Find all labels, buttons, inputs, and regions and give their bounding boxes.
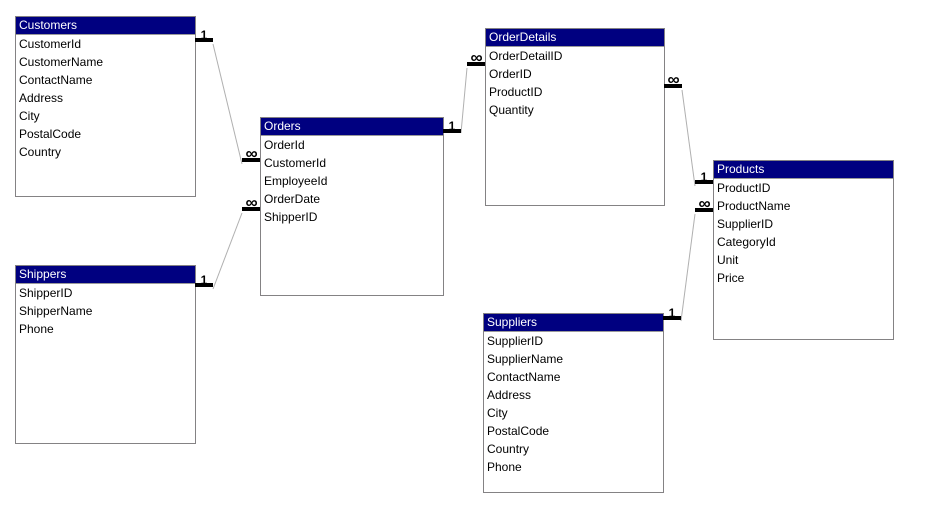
field-row[interactable]: CategoryId [717, 235, 776, 249]
field-row[interactable]: ShipperID [19, 286, 73, 300]
field-row[interactable]: SupplierID [487, 334, 544, 348]
field-row[interactable]: Phone [487, 460, 522, 474]
field-row[interactable]: Phone [19, 322, 54, 336]
table-orderdetails-header[interactable]: OrderDetails [486, 29, 664, 47]
field-row[interactable]: ProductID [489, 85, 543, 99]
field-row[interactable]: ProductName [717, 199, 791, 213]
table-products-header[interactable]: Products [714, 161, 893, 179]
table-orderdetails-fields: OrderDetailID OrderID ProductID Quantity [486, 47, 664, 119]
field-row[interactable]: SupplierName [487, 352, 564, 366]
field-row[interactable]: City [487, 406, 508, 420]
table-suppliers-header[interactable]: Suppliers [484, 314, 663, 332]
table-orders-fields: OrderId CustomerId EmployeeId OrderDate … [261, 136, 443, 226]
field-row[interactable]: Quantity [489, 103, 534, 117]
field-row[interactable]: PostalCode [19, 127, 82, 141]
cardinality-one-marker: 1 [195, 28, 213, 42]
field-row[interactable]: SupplierID [717, 217, 774, 231]
table-shippers[interactable]: Shippers ShipperID ShipperName Phone [15, 265, 196, 444]
field-row[interactable]: ContactName [487, 370, 561, 384]
field-row[interactable]: Unit [717, 253, 739, 267]
cardinality-infinity-marker: ∞ [695, 195, 713, 212]
table-orders[interactable]: Orders OrderId CustomerId EmployeeId Ord… [260, 117, 444, 296]
field-row[interactable]: Country [487, 442, 530, 456]
field-row[interactable]: City [19, 109, 40, 123]
table-shippers-fields: ShipperID ShipperName Phone [16, 284, 195, 338]
field-row[interactable]: CustomerId [19, 37, 82, 51]
table-customers-fields: CustomerId CustomerName ContactName Addr… [16, 35, 195, 161]
field-row[interactable]: ShipperID [264, 210, 318, 224]
field-row[interactable]: PostalCode [487, 424, 550, 438]
field-row[interactable]: Address [19, 91, 64, 105]
field-row[interactable]: OrderDate [264, 192, 321, 206]
field-row[interactable]: CustomerId [264, 156, 327, 170]
cardinality-one-marker: 1 [663, 306, 681, 320]
cardinality-one-marker: 1 [195, 273, 213, 287]
cardinality-infinity-marker: ∞ [242, 194, 260, 211]
table-suppliers-fields: SupplierID SupplierName ContactName Addr… [484, 332, 663, 476]
cardinality-one-marker: 1 [443, 119, 461, 133]
cardinality-infinity-marker: ∞ [467, 49, 485, 66]
relationship-line-customers-orders[interactable] [212, 43, 243, 165]
table-customers[interactable]: Customers CustomerId CustomerName Contac… [15, 16, 196, 197]
field-row[interactable]: OrderDetailID [489, 49, 563, 63]
field-row[interactable]: EmployeeId [264, 174, 328, 188]
field-row[interactable]: Address [487, 388, 532, 402]
table-customers-header[interactable]: Customers [16, 17, 195, 35]
relationship-line-orderdetails-products[interactable] [681, 89, 696, 187]
table-orders-header[interactable]: Orders [261, 118, 443, 136]
field-row[interactable]: OrderId [264, 138, 305, 152]
field-row[interactable]: Price [717, 271, 745, 285]
relationship-line-shippers-orders[interactable] [212, 212, 243, 290]
relationship-line-orders-orderdetails[interactable] [460, 67, 468, 134]
field-row[interactable]: ShipperName [19, 304, 93, 318]
field-row[interactable]: ProductID [717, 181, 771, 195]
table-shippers-header[interactable]: Shippers [16, 266, 195, 284]
field-row[interactable]: ContactName [19, 73, 93, 87]
cardinality-infinity-marker: ∞ [242, 145, 260, 162]
field-row[interactable]: CustomerName [19, 55, 104, 69]
relationship-line-suppliers-products[interactable] [680, 213, 696, 322]
table-orderdetails[interactable]: OrderDetails OrderDetailID OrderID Produ… [485, 28, 665, 206]
table-suppliers[interactable]: Suppliers SupplierID SupplierName Contac… [483, 313, 664, 493]
table-products-fields: ProductID ProductName SupplierID Categor… [714, 179, 893, 287]
table-products[interactable]: Products ProductID ProductName SupplierI… [713, 160, 894, 340]
field-row[interactable]: Country [19, 145, 62, 159]
cardinality-one-marker: 1 [695, 170, 713, 184]
cardinality-infinity-marker: ∞ [664, 71, 682, 88]
field-row[interactable]: OrderID [489, 67, 532, 81]
